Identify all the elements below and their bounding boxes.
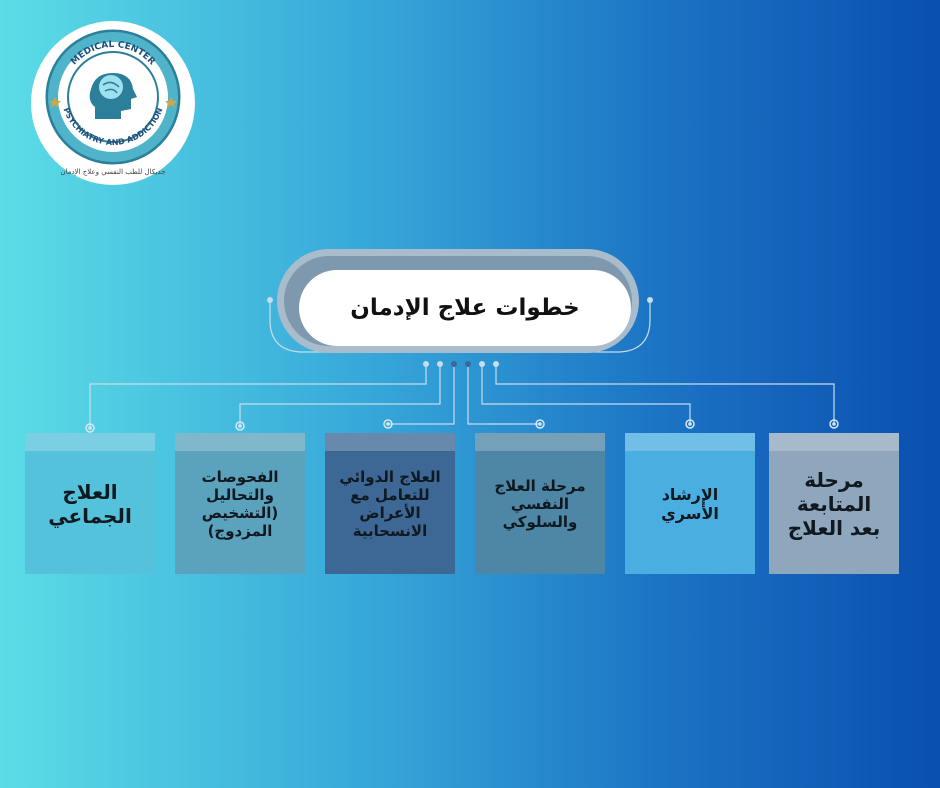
step-label: العلاج الدوائي للتعامل مع الأعراض الانسح… <box>339 467 441 540</box>
logo-caption: جديكال للطب النفسي وعلاج الإدمان <box>60 168 166 176</box>
logo-emblem: MEDICAL CENTER PSYCHIATRY AND ADDICTION <box>45 29 181 165</box>
title-box: خطوات علاج الإدمان <box>277 249 639 353</box>
step-card-medication: العلاج الدوائي للتعامل مع الأعراض الانسح… <box>325 433 455 574</box>
logo: MEDICAL CENTER PSYCHIATRY AND ADDICTION … <box>31 21 195 185</box>
page-title: خطوات علاج الإدمان <box>299 270 631 346</box>
star-icon <box>49 97 61 108</box>
step-label: الإرشاد الأسري <box>661 484 719 523</box>
step-card-group-therapy: العلاج الجماعي <box>25 433 155 574</box>
step-label: العلاج الجماعي <box>48 479 132 528</box>
brain-head-icon <box>89 73 137 119</box>
step-label: مرحلة العلاج النفسي والسلوكي <box>494 476 586 531</box>
step-card-diagnosis: الفحوصات والتحاليل (التشخيص المزدوج) <box>175 433 305 574</box>
step-label: مرحلة المتابعة بعد العلاج <box>787 467 881 540</box>
step-card-psychological-behavioral: مرحلة العلاج النفسي والسلوكي <box>475 433 605 574</box>
step-label: الفحوصات والتحاليل (التشخيص المزدوج) <box>201 467 279 540</box>
step-card-family-counseling: الإرشاد الأسري <box>625 433 755 574</box>
star-icon <box>165 97 177 108</box>
step-card-followup: مرحلة المتابعة بعد العلاج <box>769 433 899 574</box>
